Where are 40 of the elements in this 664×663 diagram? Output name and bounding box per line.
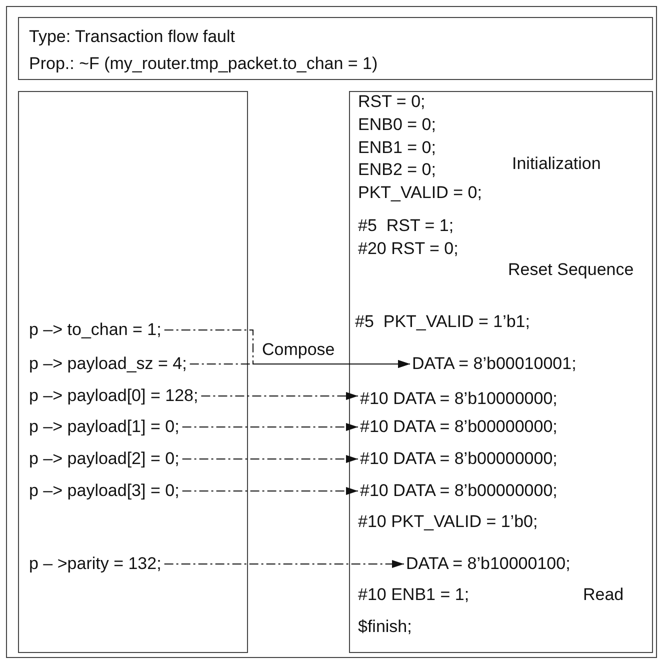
code-line: p –> payload_sz = 4; (29, 353, 187, 375)
code-line: #10 DATA = 8’b00000000; (360, 416, 558, 438)
arrow (200, 392, 358, 400)
arrow (189, 360, 410, 368)
code-line: #10 PKT_VALID = 1’b0; (358, 511, 538, 533)
code-line: DATA = 8’b10000100; (406, 553, 570, 575)
code-line: $finish; (358, 616, 412, 638)
code-line: p – >parity = 132; (29, 553, 162, 575)
property-text: Prop.: ~F (my_router.tmp_packet.to_chan = 1) (29, 53, 379, 75)
code-line: p –> payload[3] = 0; (29, 480, 180, 502)
arrow (182, 455, 358, 463)
code-line: ENB0 = 0; (358, 114, 436, 136)
code-line: ENB2 = 0; (358, 159, 436, 181)
arrow (182, 487, 358, 495)
section-label: Read (583, 584, 624, 606)
code-line: p –> to_chan = 1; (29, 319, 162, 341)
arrow (182, 423, 358, 431)
code-line: p –> payload[2] = 0; (29, 448, 180, 470)
code-line: #20 RST = 0; (358, 238, 458, 260)
code-line: #10 ENB1 = 1; (358, 584, 470, 606)
code-line: ENB1 = 0; (358, 137, 436, 159)
code-line: #5 RST = 1; (358, 215, 454, 237)
code-line: RST = 0; (358, 91, 426, 113)
code-line: #10 DATA = 8’b10000000; (360, 388, 558, 410)
code-panel (18, 91, 248, 653)
code-panel (349, 91, 653, 653)
code-line: DATA = 8’b00010001; (412, 353, 576, 375)
outer-frame (6, 6, 657, 658)
code-line: #10 DATA = 8’b00000000; (360, 448, 558, 470)
section-label: Compose (262, 339, 335, 361)
section-label: Initialization (512, 153, 601, 175)
fault-type-text: Type: Transaction flow fault (29, 26, 236, 48)
header-box (18, 17, 653, 80)
code-line: #5 PKT_VALID = 1’b1; (355, 311, 530, 333)
arrow (164, 560, 404, 568)
code-line: #10 DATA = 8’b00000000; (360, 480, 558, 502)
code-line: p –> payload[0] = 128; (29, 385, 198, 407)
code-line: PKT_VALID = 0; (358, 182, 482, 204)
section-label: Reset Sequence (508, 259, 634, 281)
code-line: p –> payload[1] = 0; (29, 416, 180, 438)
